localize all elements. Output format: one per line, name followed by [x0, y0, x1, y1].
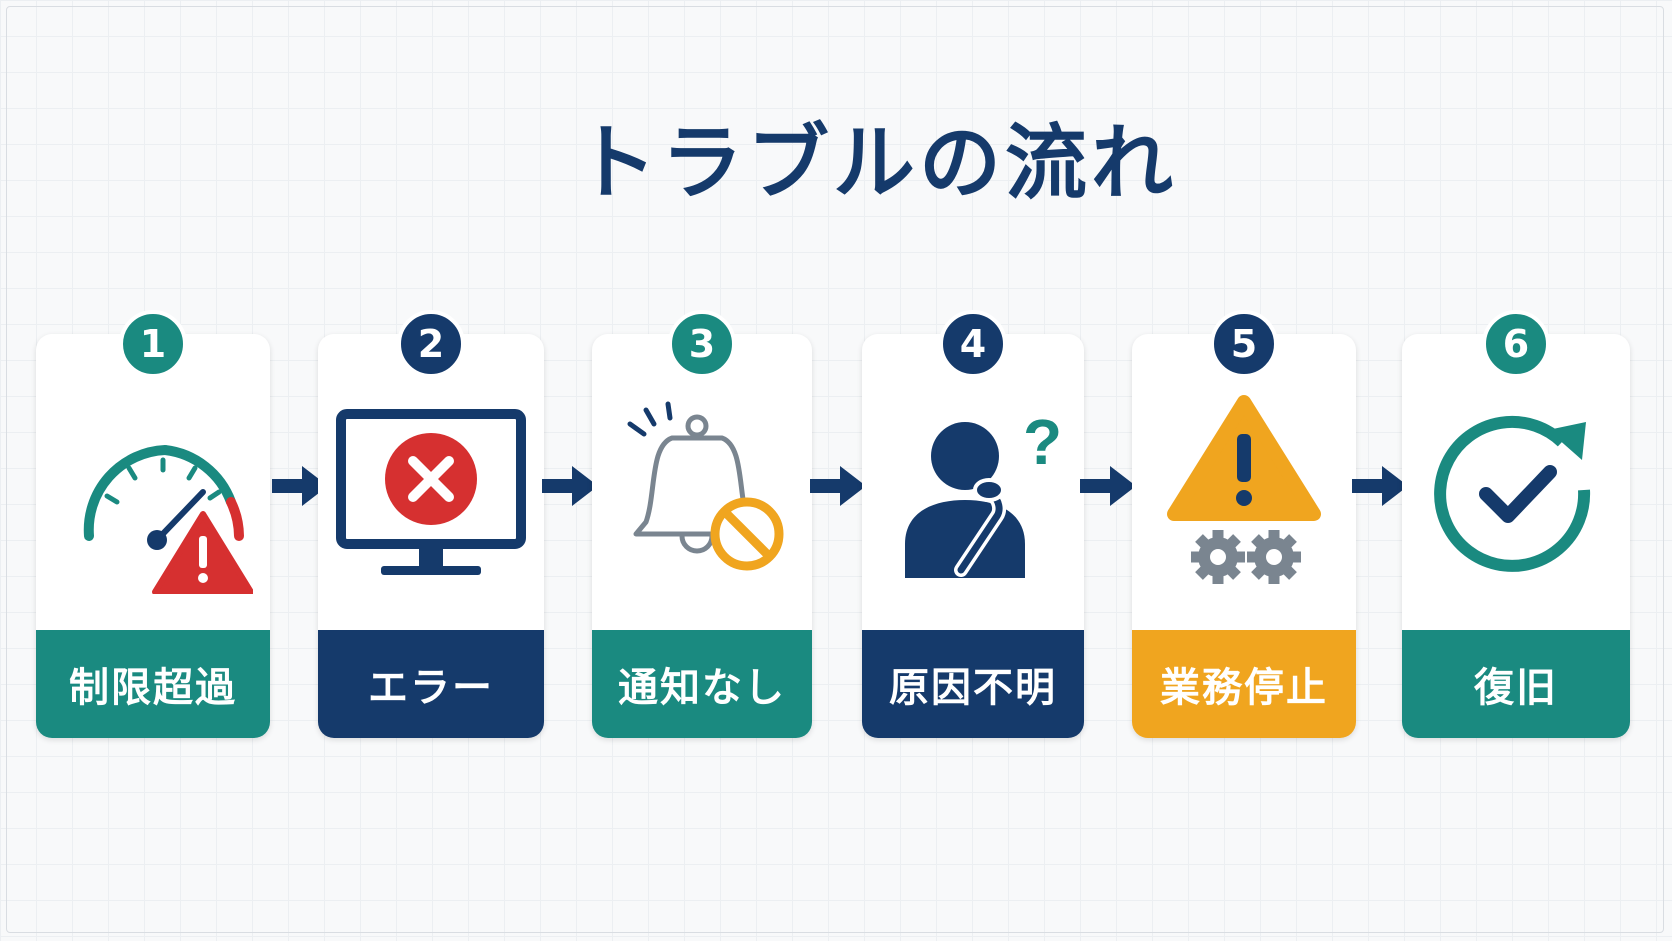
page-title: トラブルの流れ [574, 116, 1177, 211]
step-number-badge: 5 [1210, 310, 1278, 378]
step-label: エラー [318, 630, 544, 738]
monitor-error-icon [318, 394, 544, 594]
step-card-6: 6 復旧 [1402, 310, 1630, 738]
arrow-right-icon [542, 466, 598, 506]
step-label: 制限超過 [36, 630, 270, 738]
step-card-1: 1 制限超過 [36, 310, 270, 738]
step-card-2: 2 エラー [318, 310, 544, 738]
step-label: 原因不明 [862, 630, 1084, 738]
bell-muted-icon [592, 394, 812, 594]
warning-gears-icon [1132, 394, 1356, 594]
step-card-5: 5 業務停止 [1132, 310, 1356, 738]
speedometer-warning-icon [36, 394, 270, 594]
step-card-4: 4 ? 原因不明 [862, 310, 1084, 738]
step-number-badge: 6 [1482, 310, 1550, 378]
svg-text:?: ? [1023, 406, 1062, 478]
step-number-badge: 3 [668, 310, 736, 378]
step-number-badge: 4 [939, 310, 1007, 378]
step-label: 復旧 [1402, 630, 1630, 738]
arrow-right-icon [810, 466, 866, 506]
arrow-right-icon [1080, 466, 1136, 506]
step-label: 通知なし [592, 630, 812, 738]
slide-frame [6, 6, 1664, 933]
step-label: 業務停止 [1132, 630, 1356, 738]
arrow-right-icon [1352, 466, 1408, 506]
step-card-3: 3 通知なし [592, 310, 812, 738]
arrow-right-icon [272, 466, 328, 506]
confused-person-icon: ? [862, 394, 1084, 594]
step-number-badge: 1 [119, 310, 187, 378]
refresh-check-icon [1402, 394, 1630, 594]
step-number-badge: 2 [397, 310, 465, 378]
